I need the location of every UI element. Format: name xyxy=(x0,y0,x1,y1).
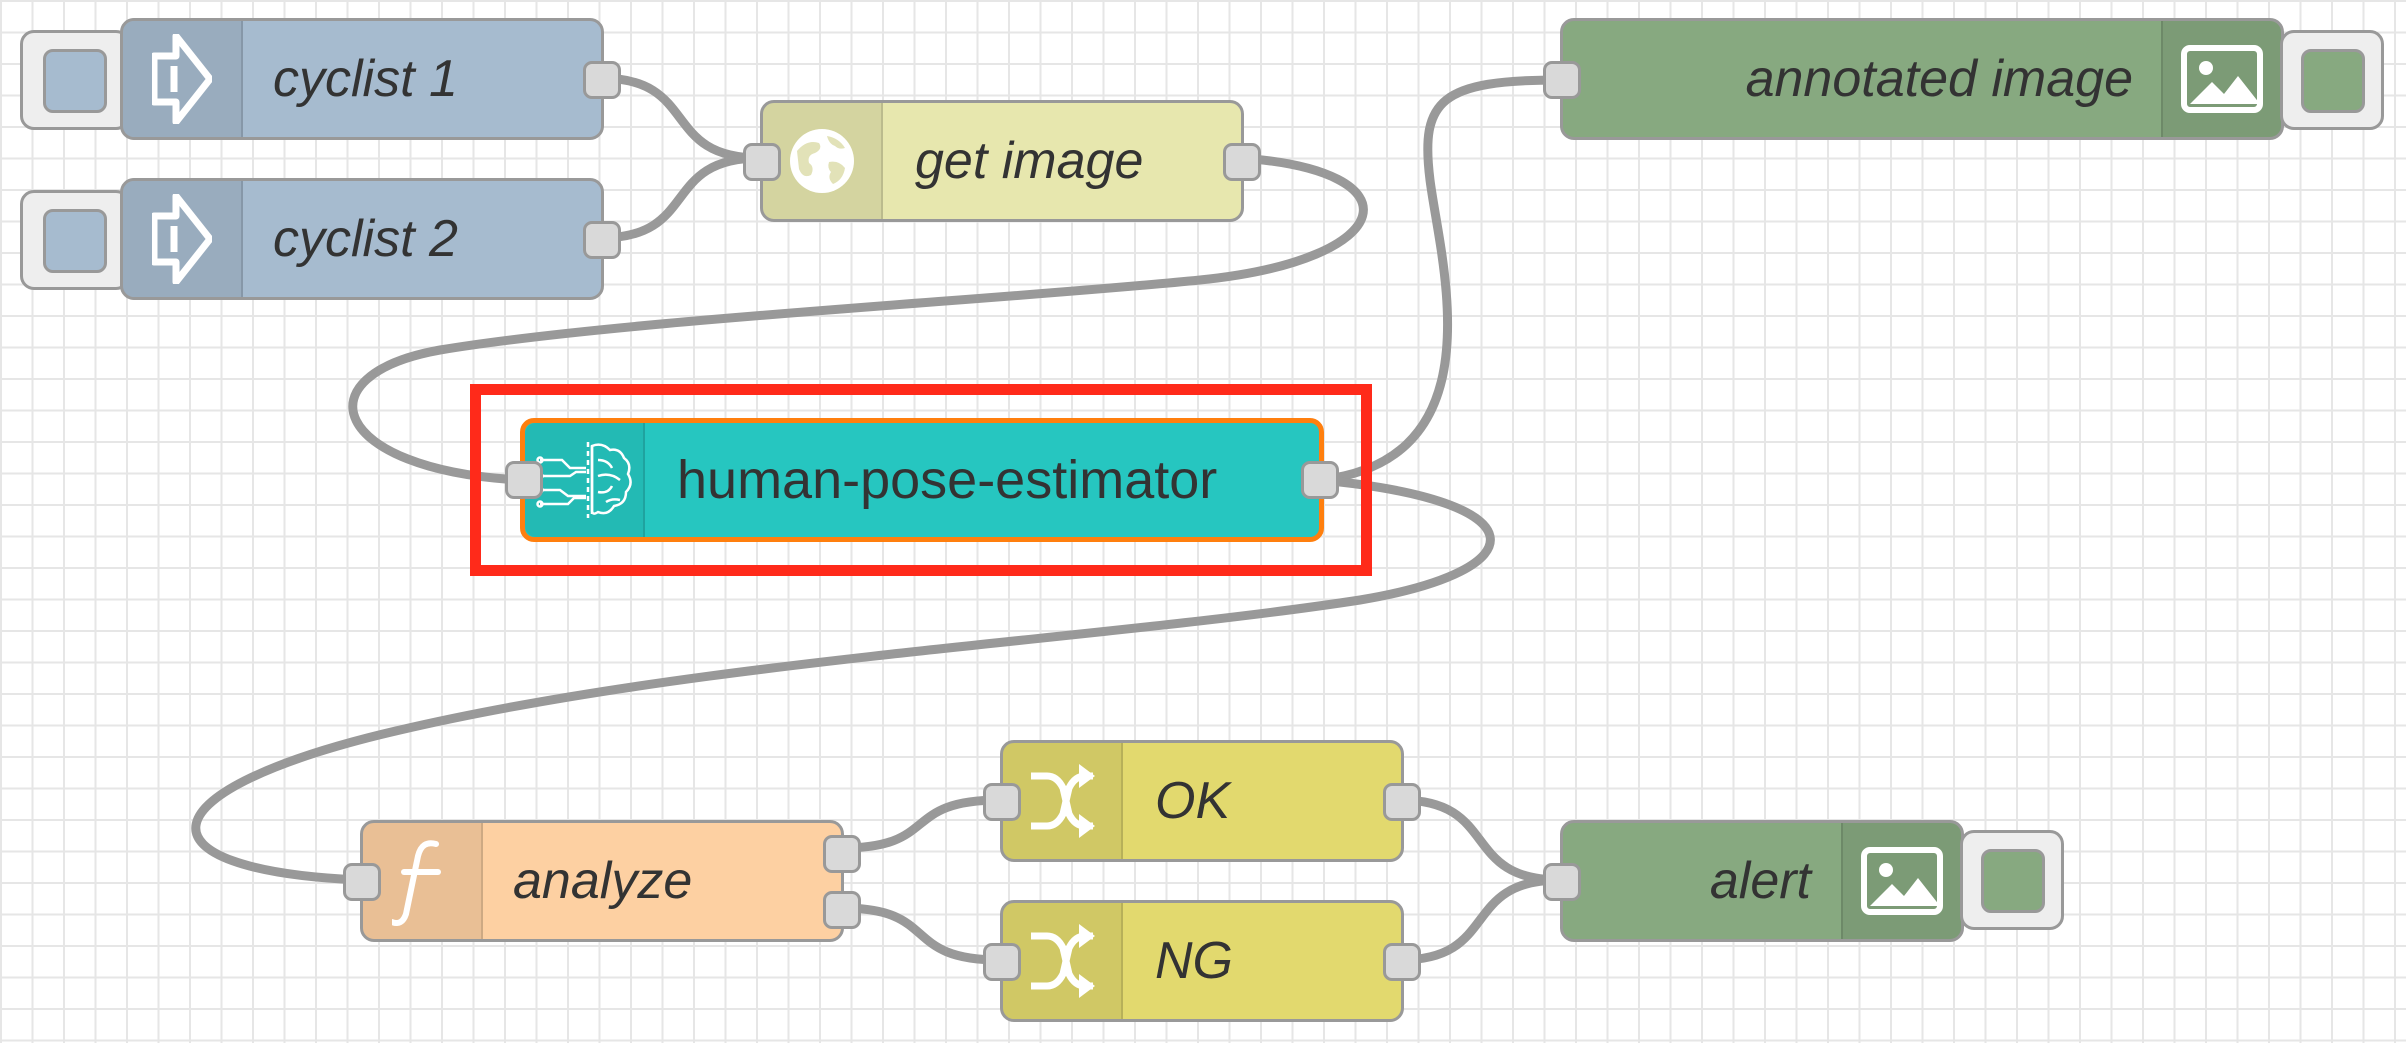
input-port[interactable] xyxy=(983,783,1021,821)
inject-button-cyclist-1[interactable] xyxy=(20,30,130,130)
input-port[interactable] xyxy=(505,461,543,499)
node-ng[interactable]: NG xyxy=(983,900,1421,1022)
wire-pose-estimator-to-annotated-image[interactable] xyxy=(1315,75,1565,485)
output-port[interactable] xyxy=(1223,143,1261,181)
output-port-2[interactable] xyxy=(823,891,861,929)
wire-get-image-to-pose-estimator[interactable] xyxy=(348,153,1368,485)
wire-cyclist1-to-get-image[interactable] xyxy=(595,73,765,163)
node-label: NG xyxy=(1155,932,1233,990)
wire-analyze-to-ok[interactable] xyxy=(837,795,1005,853)
arrow-right-icon xyxy=(123,21,243,137)
node-label: human-pose-estimator xyxy=(677,450,1218,510)
shuffle-icon xyxy=(1003,903,1123,1019)
node-label: get image xyxy=(915,132,1144,190)
node-analyze[interactable]: analyze xyxy=(343,820,861,942)
input-port[interactable] xyxy=(983,943,1021,981)
input-port[interactable] xyxy=(743,143,781,181)
preview-toggle-alert[interactable] xyxy=(1960,830,2064,930)
output-port[interactable] xyxy=(583,61,621,99)
node-label: annotated image xyxy=(1745,50,2133,108)
node-cyclist-1[interactable]: cyclist 1 xyxy=(120,18,621,140)
node-annotated-image[interactable]: annotated image xyxy=(1543,18,2284,140)
wire-cyclist2-to-get-image[interactable] xyxy=(595,153,765,243)
output-port-1[interactable] xyxy=(823,835,861,873)
output-port[interactable] xyxy=(1301,461,1339,499)
arrow-right-icon xyxy=(123,181,243,297)
inject-button-cyclist-2[interactable] xyxy=(20,190,130,290)
input-port[interactable] xyxy=(1543,61,1581,99)
wire-analyze-to-ng[interactable] xyxy=(837,903,1005,965)
brain-circuit-icon xyxy=(525,423,645,537)
node-label: analyze xyxy=(513,852,693,910)
node-human-pose-estimator[interactable]: human-pose-estimator xyxy=(505,418,1339,542)
preview-toggle-annotated-image[interactable] xyxy=(2280,30,2384,130)
function-icon xyxy=(363,823,483,939)
node-label: cyclist 1 xyxy=(273,50,458,108)
shuffle-icon xyxy=(1003,743,1123,859)
selection-highlight-box xyxy=(470,384,1372,576)
node-label: OK xyxy=(1155,772,1231,830)
node-label: alert xyxy=(1709,852,1811,910)
wire-ok-to-alert[interactable] xyxy=(1395,795,1565,885)
node-label: cyclist 2 xyxy=(273,210,458,268)
output-port[interactable] xyxy=(583,221,621,259)
image-icon xyxy=(1841,823,1961,939)
node-cyclist-2[interactable]: cyclist 2 xyxy=(120,178,621,300)
node-get-image[interactable]: get image xyxy=(743,100,1261,222)
input-port[interactable] xyxy=(1543,863,1581,901)
node-alert[interactable]: alert xyxy=(1543,820,1964,942)
wire-ng-to-alert[interactable] xyxy=(1395,875,1565,965)
output-port[interactable] xyxy=(1383,783,1421,821)
wire-pose-estimator-to-analyze[interactable] xyxy=(191,475,1495,885)
globe-icon xyxy=(763,103,883,219)
node-ok[interactable]: OK xyxy=(983,740,1421,862)
image-icon xyxy=(2161,21,2281,137)
output-port[interactable] xyxy=(1383,943,1421,981)
input-port[interactable] xyxy=(343,863,381,901)
